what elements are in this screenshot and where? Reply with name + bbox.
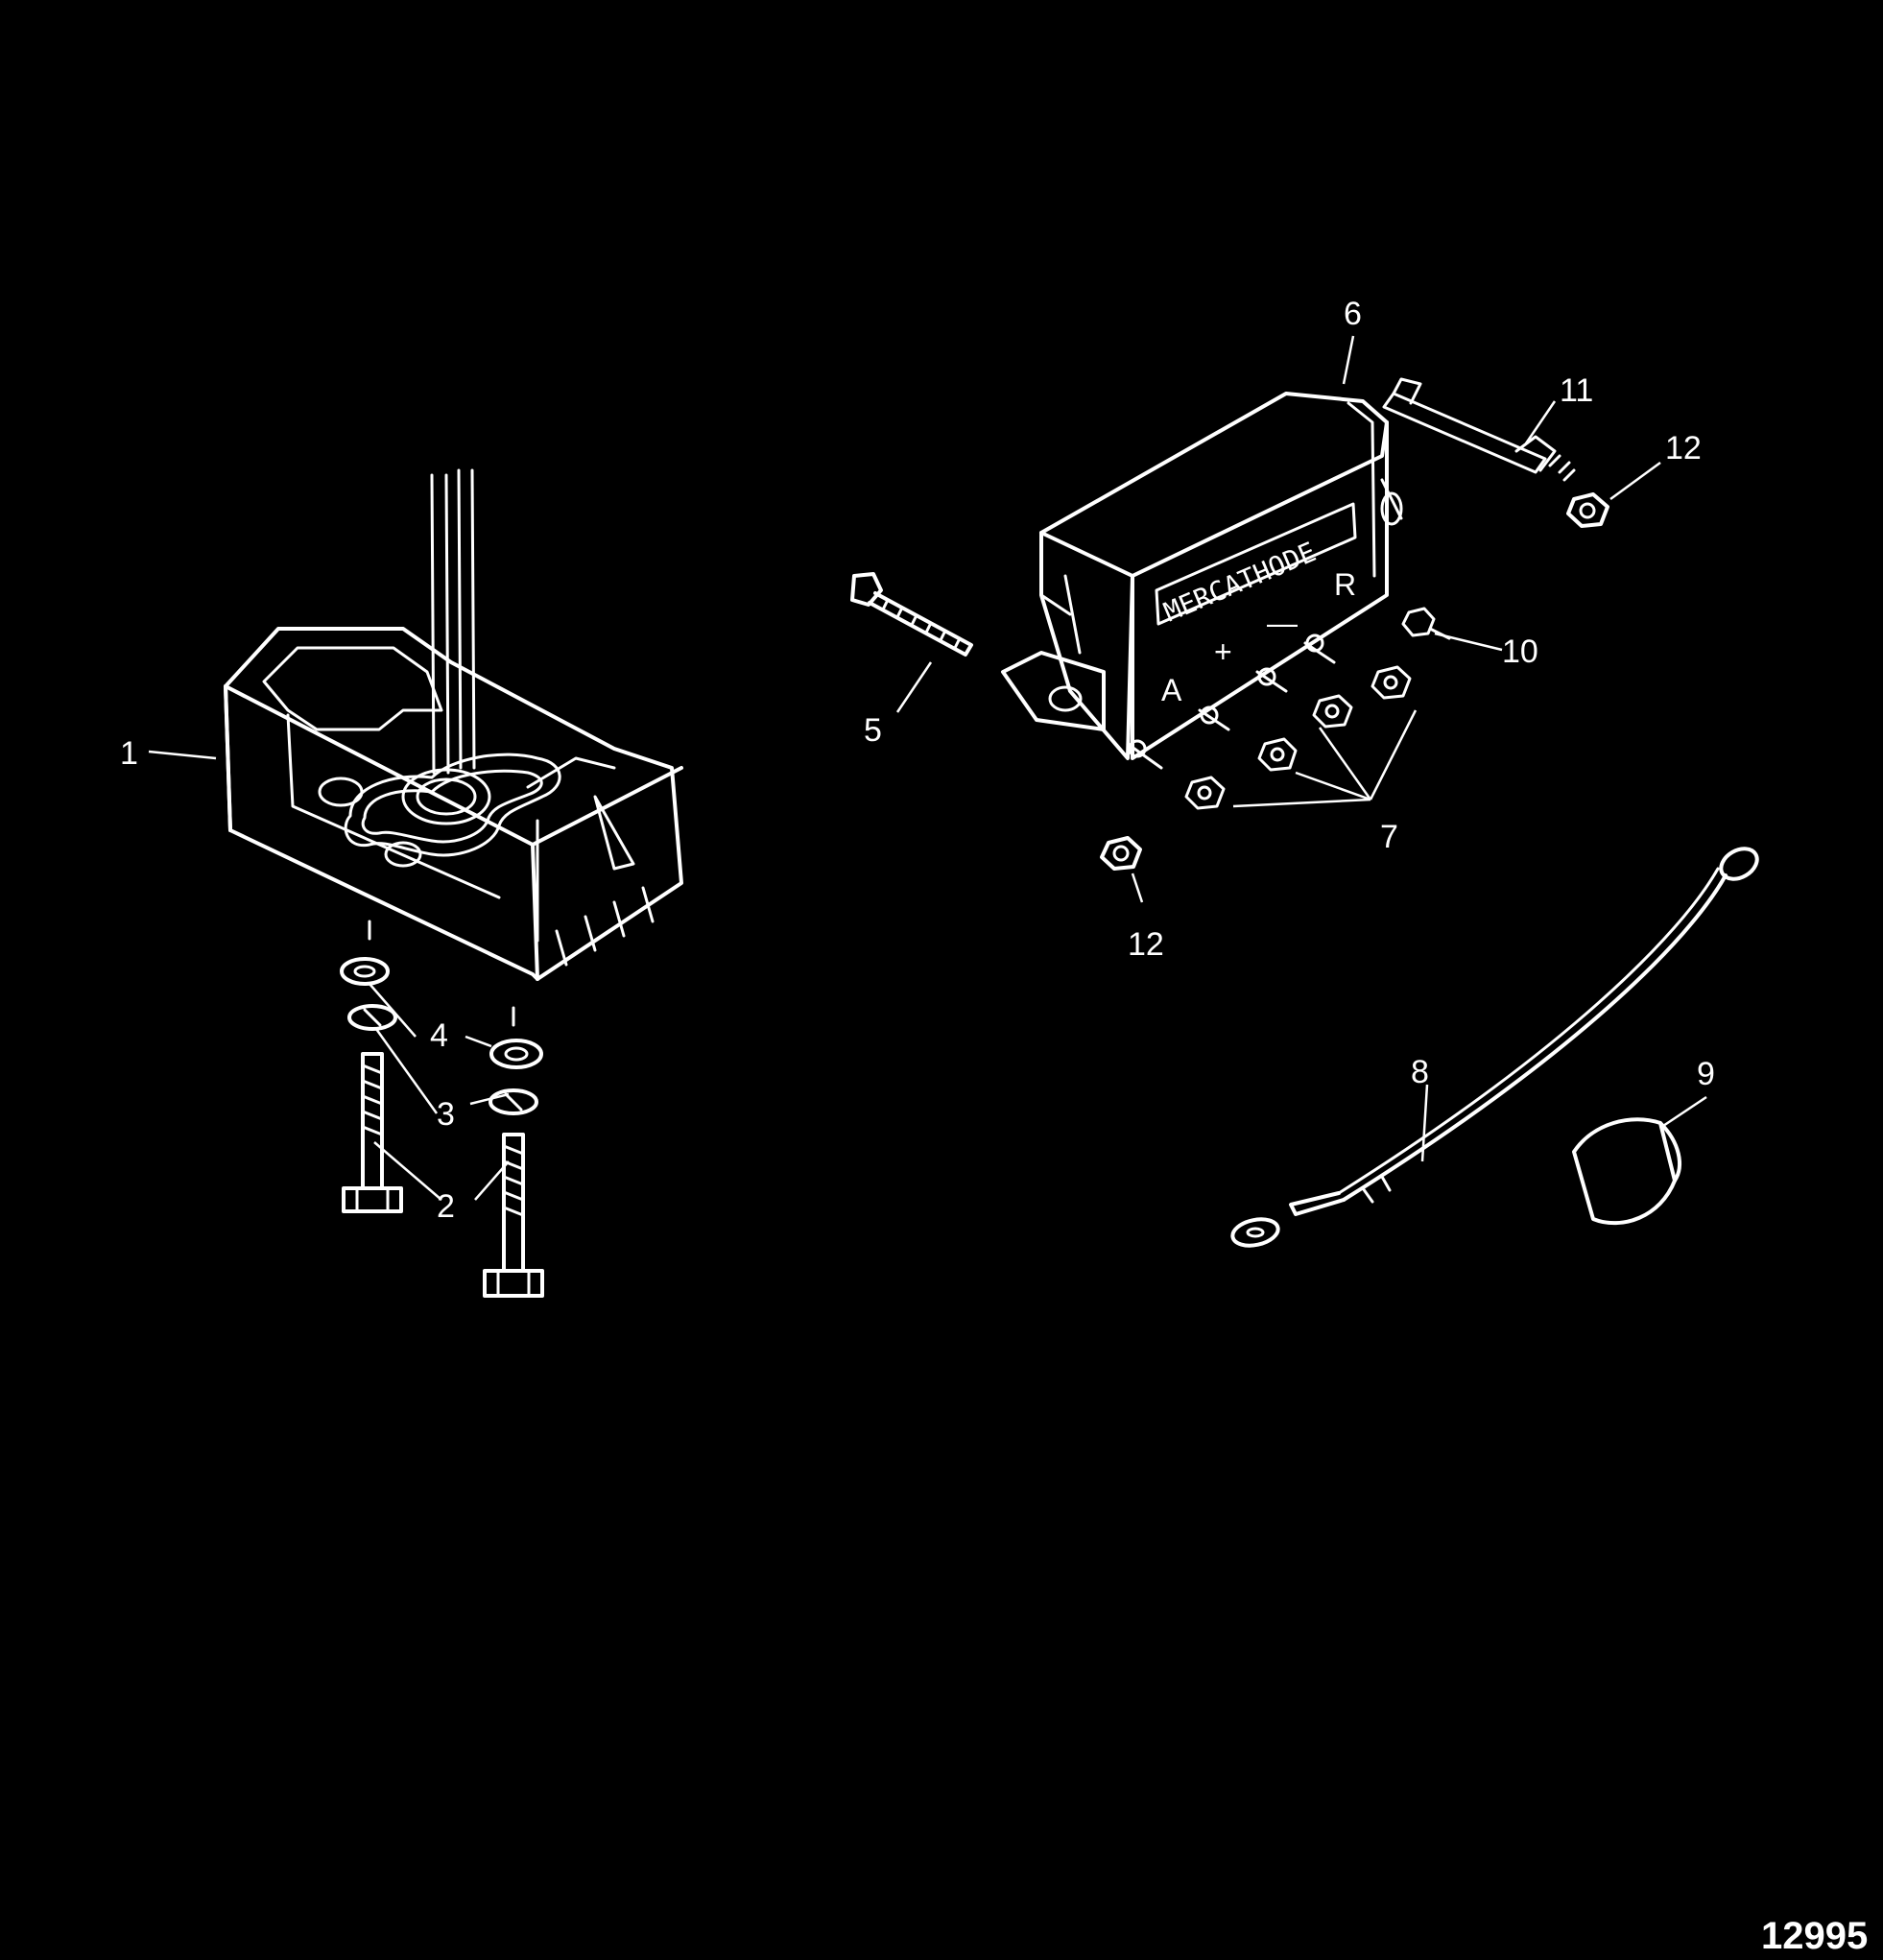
part-11-stud <box>1382 377 1576 482</box>
part-6-mercathode-controller: MERCATHODE A + — R <box>1001 392 1403 770</box>
callout-12-lower: 12 <box>1128 926 1164 963</box>
part-5-screw <box>850 572 973 657</box>
terminal-label-r: R <box>1334 567 1356 602</box>
part-7-terminal-nuts <box>1184 665 1412 810</box>
callout-numbers: 1 2 3 4 5 6 7 8 9 10 11 12 12 <box>120 296 1715 1225</box>
callout-1: 1 <box>120 735 138 772</box>
part-2-bolt-left <box>342 1052 403 1213</box>
part-9-cap <box>1572 1117 1681 1226</box>
terminal-label-a: A <box>1161 673 1182 707</box>
callout-7: 7 <box>1380 819 1398 855</box>
part-10-small-screw <box>1401 607 1451 640</box>
callout-10: 10 <box>1502 633 1538 670</box>
callout-9: 9 <box>1697 1056 1715 1092</box>
callout-12-upper: 12 <box>1665 430 1702 466</box>
part-8-ground-cable <box>1230 847 1759 1248</box>
part-12-nut-upper <box>1566 492 1609 528</box>
callout-11: 11 <box>1560 372 1593 409</box>
callout-6: 6 <box>1344 296 1362 332</box>
part-3-lock-washer-left <box>347 1004 397 1031</box>
terminal-label-minus: — <box>1267 606 1298 640</box>
terminal-label-plus: + <box>1214 634 1232 669</box>
callout-3: 3 <box>437 1096 455 1133</box>
part-12-nut-lower <box>1100 836 1142 871</box>
part-4-flat-washer-right <box>489 1039 543 1069</box>
callout-5: 5 <box>864 712 882 749</box>
part-1-mounting-bracket <box>224 468 683 1027</box>
part-2-bolt-right <box>483 1133 544 1298</box>
callout-4: 4 <box>430 1017 448 1054</box>
leader-lines <box>148 335 1707 1201</box>
part-4-flat-washer-left <box>340 957 390 986</box>
callout-2: 2 <box>437 1188 455 1225</box>
callout-8: 8 <box>1411 1054 1429 1090</box>
part-3-lock-washer-right <box>489 1088 538 1115</box>
figure-number: 12995 <box>1761 1915 1868 1957</box>
